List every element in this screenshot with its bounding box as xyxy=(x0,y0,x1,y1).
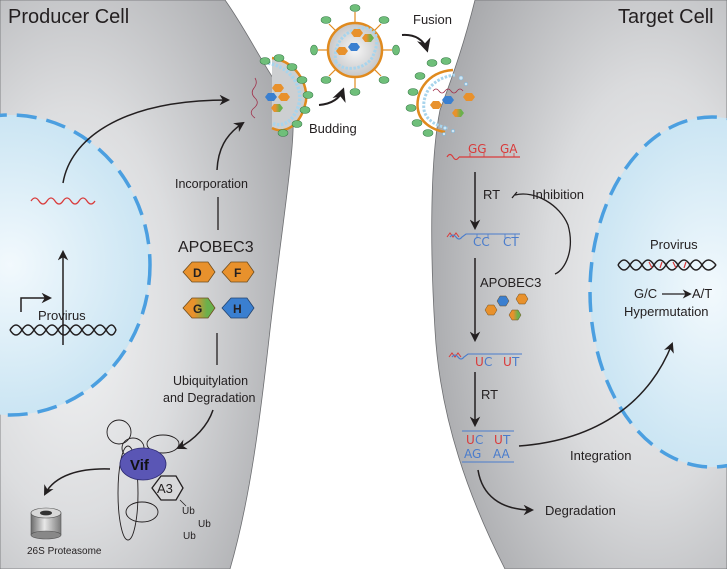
a3-hexagon xyxy=(151,475,184,501)
degradation-target-arrow xyxy=(477,469,535,516)
ub-link xyxy=(179,499,187,507)
free-virion xyxy=(310,4,400,96)
ub-label-1: Ub xyxy=(182,506,195,517)
producer-provirus-label: Provirus xyxy=(38,308,86,323)
mutation-from: G/C xyxy=(634,286,657,301)
svg-text:G: G xyxy=(193,302,202,316)
ubiquitylation-label-2: and Degradation xyxy=(163,391,255,405)
cdna-seq-2: CT xyxy=(503,235,519,249)
hypermutation-label: Hypermutation xyxy=(624,304,709,319)
edited-cdna-strand: U C U T xyxy=(448,352,522,369)
target-degradation-label: Degradation xyxy=(545,503,616,518)
producer-nucleus xyxy=(0,113,152,417)
viral-rna xyxy=(30,197,96,205)
svg-text:H: H xyxy=(233,302,242,316)
hexagon-h: H xyxy=(221,297,255,319)
proteasome-label: 26S Proteasome xyxy=(27,546,102,557)
budding-arrow xyxy=(318,87,346,106)
apobec3-hexagon-cluster xyxy=(484,293,529,321)
budding-virion xyxy=(250,54,314,137)
target-provirus-label: Provirus xyxy=(650,237,698,252)
apobec3-label: APOBEC3 xyxy=(178,239,254,256)
fusion-label: Fusion xyxy=(413,12,452,27)
ds-top-u-2: U xyxy=(494,433,503,447)
integration-label: Integration xyxy=(570,448,631,463)
ds-bottom-2: AA xyxy=(493,447,511,461)
incorporation-arrow xyxy=(216,121,245,171)
mutation-to: A/T xyxy=(692,286,712,301)
ds-bottom-1: AG xyxy=(464,447,481,461)
target-nucleus xyxy=(588,115,727,469)
target-apobec3-label: APOBEC3 xyxy=(480,275,541,290)
ub-label-3: Ub xyxy=(183,531,196,542)
edited-t: T xyxy=(511,355,520,369)
rt-label-2: RT xyxy=(481,387,498,402)
producer-provirus-dna xyxy=(9,324,117,336)
vif-protein xyxy=(119,447,167,481)
rna-export-arrow xyxy=(62,94,231,184)
inhibition-label: Inhibition xyxy=(532,187,584,202)
hexagon-f: F xyxy=(221,261,255,283)
a3-label: A3 xyxy=(157,481,173,496)
edited-u-2: U xyxy=(503,355,512,369)
edited-u-1: U xyxy=(475,355,484,369)
rt-label-1: RT xyxy=(483,187,500,202)
proteasome-icon xyxy=(30,507,62,540)
integration-arrow xyxy=(518,342,674,447)
rna-seq-2: GA xyxy=(500,142,518,156)
incorporation-label: Incorporation xyxy=(175,177,248,191)
inhibition-line xyxy=(511,191,571,275)
rna-seq-1: GG xyxy=(468,142,487,156)
svg-text:F: F xyxy=(234,266,241,280)
svg-text:D: D xyxy=(193,266,202,280)
fusing-virion xyxy=(405,57,475,137)
degradation-arrow xyxy=(176,409,214,450)
ubiquitylation-label-1: Ubiquitylation xyxy=(173,374,248,388)
ds-top-u-1: U xyxy=(466,433,475,447)
double-stranded-dna: U C U T AG AA xyxy=(462,430,514,463)
producer-cell-title: Producer Cell xyxy=(8,6,129,28)
target-cell-title: Target Cell xyxy=(618,6,714,28)
hexagon-d: D xyxy=(182,261,216,283)
ds-top-c: C xyxy=(475,433,483,447)
budding-label: Budding xyxy=(309,121,357,136)
hypermutated-provirus-dna xyxy=(617,259,717,271)
viral-rna-strand: GG GA xyxy=(446,142,520,161)
cdna-seq-1: CC xyxy=(473,235,490,249)
hexagon-g: G xyxy=(182,297,216,319)
vif-label: Vif xyxy=(130,457,150,474)
proteasome-arrow xyxy=(44,468,111,496)
cdna-strand: CC CT xyxy=(446,232,520,249)
ds-top-t: T xyxy=(502,433,511,447)
promoter-arrow xyxy=(20,292,53,312)
fusion-arrow xyxy=(401,33,431,53)
ub-label-2: Ub xyxy=(198,519,211,530)
edited-c: C xyxy=(484,355,492,369)
